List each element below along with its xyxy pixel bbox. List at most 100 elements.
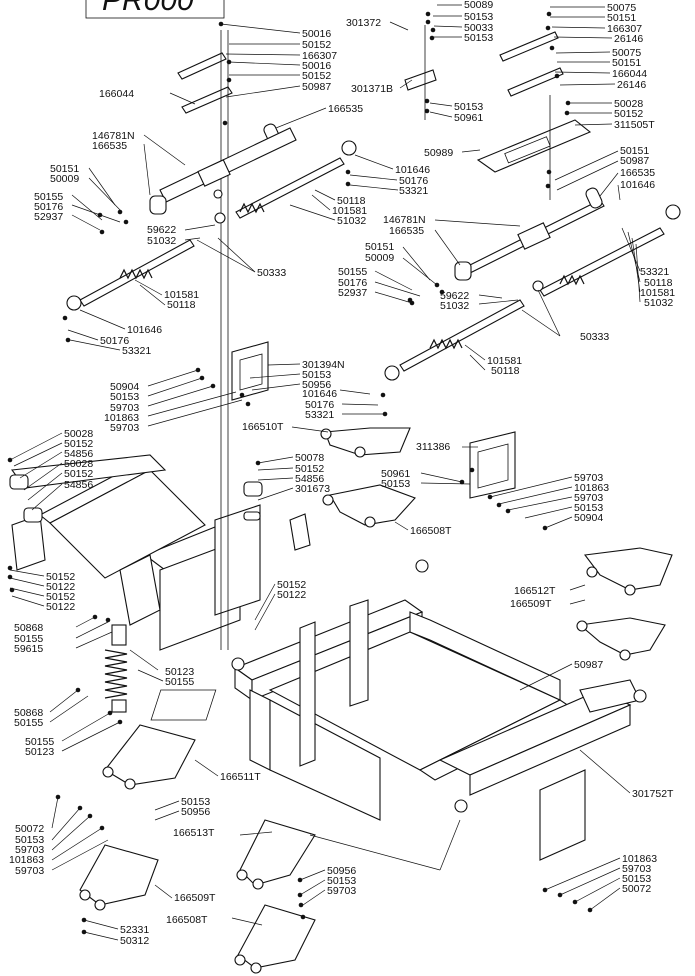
callout-50176: 50176 [338, 277, 367, 289]
callout-50028: 50028 [614, 98, 643, 110]
callout-51032: 51032 [147, 235, 176, 247]
callout-50312: 50312 [120, 935, 149, 947]
callout-50152: 50152 [277, 579, 306, 591]
callout-59703: 59703 [110, 402, 139, 414]
callout-166512T: 166512T [514, 585, 556, 597]
callout-166044: 166044 [612, 68, 647, 80]
callout-50333: 50333 [580, 331, 609, 343]
callout-50075: 50075 [612, 47, 641, 59]
callout-50868: 50868 [14, 622, 43, 634]
callout-50153: 50153 [181, 796, 210, 808]
callout-50118: 50118 [167, 299, 196, 311]
callout-101646: 101646 [395, 164, 430, 176]
callout-166509T: 166509T [510, 598, 552, 610]
callout-50956: 50956 [302, 379, 331, 391]
callout-101581: 101581 [487, 355, 522, 367]
callout-50868: 50868 [14, 707, 43, 719]
callout-50153: 50153 [574, 502, 603, 514]
callout-50033: 50033 [464, 22, 493, 34]
main-frame [11, 454, 647, 861]
callout-26146: 26146 [614, 33, 643, 45]
callout-50075: 50075 [607, 2, 636, 14]
callout-50118: 50118 [491, 365, 520, 377]
callout-50122: 50122 [277, 589, 306, 601]
callout-53321: 53321 [122, 345, 151, 357]
callout-101646: 101646 [302, 388, 337, 400]
callout-50176: 50176 [399, 175, 428, 187]
callout-101863: 101863 [622, 853, 657, 865]
callout-50152: 50152 [46, 591, 75, 603]
callout-301372: 301372 [346, 17, 381, 29]
callout-50151: 50151 [50, 163, 79, 175]
callout-101863: 101863 [574, 482, 609, 494]
mount-plates [231, 341, 516, 499]
callout-52937: 52937 [34, 211, 63, 223]
callout-50072: 50072 [622, 883, 651, 895]
callout-101646: 101646 [620, 179, 655, 191]
callout-101581: 101581 [640, 287, 675, 299]
callout-166513T: 166513T [173, 827, 215, 839]
callout-50987: 50987 [302, 81, 331, 93]
callout-50122: 50122 [46, 601, 75, 613]
callout-166508T: 166508T [410, 525, 452, 537]
callout-50176: 50176 [305, 399, 334, 411]
callout-166535: 166535 [328, 103, 363, 115]
callout-59622: 59622 [147, 224, 176, 236]
callout-101646: 101646 [127, 324, 162, 336]
callout-301673: 301673 [295, 483, 330, 495]
callout-50961: 50961 [381, 468, 410, 480]
callout-101581: 101581 [332, 205, 367, 217]
callout-50176: 50176 [34, 201, 63, 213]
callout-50333: 50333 [257, 267, 286, 279]
callout-50153: 50153 [622, 873, 651, 885]
callout-50153: 50153 [454, 101, 483, 113]
callout-50089: 50089 [464, 0, 493, 11]
callout-166535: 166535 [389, 225, 424, 237]
callout-54856: 54856 [64, 479, 93, 491]
callout-50956: 50956 [327, 865, 356, 877]
callout-301752T: 301752T [632, 788, 674, 800]
callout-54856: 54856 [295, 473, 324, 485]
callout-166535: 166535 [620, 167, 655, 179]
callout-50152: 50152 [64, 438, 93, 450]
callout-54856: 54856 [64, 448, 93, 460]
callout-166508T: 166508T [166, 914, 208, 926]
callout-166307: 166307 [302, 50, 337, 62]
diagram-title: PR000 [102, 0, 194, 17]
callout-50123: 50123 [165, 666, 194, 678]
callout-50152: 50152 [64, 468, 93, 480]
callout-166535: 166535 [92, 140, 127, 152]
callout-50009: 50009 [50, 173, 79, 185]
callout-59703: 59703 [574, 472, 603, 484]
steering-assembly-right [384, 25, 681, 381]
callout-50118: 50118 [644, 277, 673, 289]
callout-51032: 51032 [644, 297, 673, 309]
callout-53321: 53321 [305, 409, 334, 421]
callout-50028: 50028 [64, 458, 93, 470]
callout-59703: 59703 [327, 885, 356, 897]
callout-50153: 50153 [464, 11, 493, 23]
callout-50016: 50016 [302, 60, 331, 72]
leader-lines [9, 4, 641, 941]
callout-50152: 50152 [302, 39, 331, 51]
callout-50152: 50152 [46, 571, 75, 583]
callout-50153: 50153 [327, 875, 356, 887]
callout-50151: 50151 [365, 241, 394, 253]
control-arms [79, 427, 673, 974]
callout-50078: 50078 [295, 452, 324, 464]
callout-50152: 50152 [614, 108, 643, 120]
callout-50152: 50152 [302, 70, 331, 82]
callout-50153: 50153 [15, 834, 44, 846]
callout-301394N: 301394N [302, 359, 345, 371]
callout-50151: 50151 [620, 145, 649, 157]
callout-50152: 50152 [295, 463, 324, 475]
callout-50153: 50153 [110, 391, 139, 403]
callout-50904: 50904 [574, 512, 603, 524]
callout-51032: 51032 [337, 215, 366, 227]
callout-52937: 52937 [338, 287, 367, 299]
callout-311505T: 311505T [614, 119, 655, 131]
title-box: PR000 [85, 0, 225, 19]
part-callouts: 50016 50152 166307 50016 50152 50987 166… [9, 0, 675, 947]
